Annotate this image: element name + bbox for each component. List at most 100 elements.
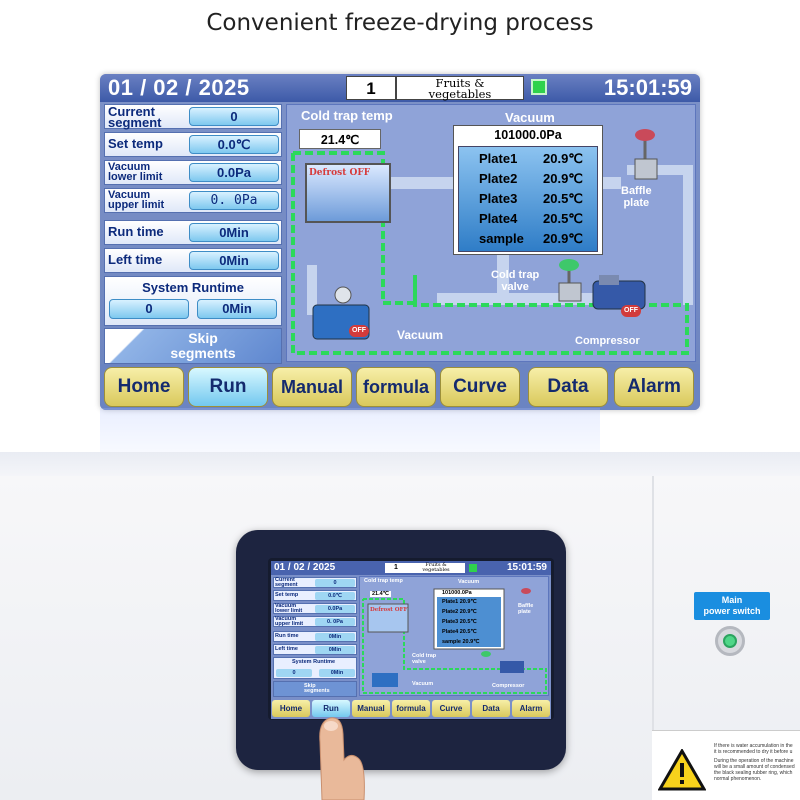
param-run-time: Run time 0Min: [104, 220, 282, 245]
recipe-name-line1: Fruits &: [435, 76, 485, 90]
vacuum-upper-value[interactable]: 0. 0Pa: [189, 191, 279, 210]
mini-top-bar: 01 / 02 / 2025 1 Fruits &vegetables 15:0…: [271, 561, 551, 575]
mini-plate: Plate1 20.9℃: [442, 599, 477, 605]
mini-nav-home[interactable]: Home: [272, 700, 310, 717]
date-display: 01 / 02 / 2025: [108, 75, 250, 100]
param-set-temp: Set temp 0.0℃: [104, 132, 282, 157]
cold-trap-chamber: Defrost OFF: [305, 163, 391, 223]
cold-trap-temp-value: 21.4℃: [299, 129, 381, 149]
headline: Convenient freeze-drying process: [206, 10, 594, 36]
mini-hmi-screen[interactable]: 01 / 02 / 2025 1 Fruits &vegetables 15:0…: [271, 561, 551, 719]
mini-vacuum-label: Vacuum: [412, 681, 434, 687]
param-label: Set temp: [108, 136, 163, 151]
system-runtime-title: System Runtime: [142, 280, 244, 295]
mini-recipe-number: 1: [385, 563, 407, 573]
mini-cold-trap-value: 21.4℃: [370, 591, 391, 597]
process-diagram: Cold trap temp 21.4℃ Defrost OFF Vacuum …: [286, 104, 696, 362]
param-label: Run time: [108, 224, 164, 239]
nav-formula-button[interactable]: formula: [356, 367, 436, 407]
mini-nav-data[interactable]: Data: [472, 700, 510, 717]
mini-system-runtime: System Runtime 0 0Min: [273, 657, 357, 679]
mini-recipe-name: Fruits &vegetables: [407, 563, 465, 573]
run-time-value[interactable]: 0Min: [189, 223, 279, 242]
compressor-off-badge[interactable]: OFF: [621, 305, 641, 317]
hmi-screen: 01 / 02 / 2025 1 Fruits & vegetables 15:…: [100, 74, 700, 410]
vacuum-title: Vacuum: [505, 110, 555, 125]
mini-nav-formula[interactable]: formula: [392, 700, 430, 717]
mini-process-diagram: Cold trap temp 21.4℃ Defrost OFF Vacuum …: [359, 576, 549, 696]
mini-time: 15:01:59: [506, 562, 547, 573]
mini-defrost: Defrost OFF: [370, 607, 408, 613]
mini-plate: Plate2 20.9℃: [442, 609, 477, 615]
set-temp-value[interactable]: 0.0℃: [189, 135, 279, 154]
current-segment-value[interactable]: 0: [189, 107, 279, 126]
warning-text: If there is water accumulation in the it…: [714, 743, 795, 782]
nav-data-button[interactable]: Data: [528, 367, 608, 407]
top-bar: 01 / 02 / 2025 1 Fruits & vegetables 15:…: [100, 74, 700, 102]
power-switch-label: Main power switch: [694, 592, 770, 620]
power-icon: [723, 634, 737, 648]
warning-label: If there is water accumulation in the it…: [652, 730, 800, 800]
nav-home-button[interactable]: Home: [104, 367, 184, 407]
mini-nav-alarm[interactable]: Alarm: [512, 700, 550, 717]
mini-vacuum-title: Vacuum: [458, 579, 480, 585]
mini-nav-run[interactable]: Run: [312, 700, 350, 717]
mini-plate: Plate3 20.5℃: [442, 619, 477, 625]
pump-off-badge[interactable]: OFF: [349, 325, 369, 337]
recipe-number[interactable]: 1: [346, 76, 396, 100]
nav-curve-button[interactable]: Curve: [440, 367, 520, 407]
runtime-hours: 0: [109, 299, 189, 319]
compressor-label: Compressor: [575, 335, 640, 347]
mini-status-indicator: [469, 564, 477, 572]
runtime-minutes: 0Min: [197, 299, 277, 319]
time-display: 15:01:59: [603, 75, 692, 100]
nav-alarm-button[interactable]: Alarm: [614, 367, 694, 407]
mini-date: 01 / 02 / 2025: [274, 562, 336, 573]
defrost-status: Defrost OFF: [309, 168, 371, 178]
nav-manual-button[interactable]: Manual: [272, 367, 352, 407]
mini-compressor-label: Compressor: [492, 683, 525, 689]
mini-plate: Plate4 20.5℃: [442, 629, 477, 635]
recipe-name-line2: vegetables: [428, 87, 492, 101]
nav-run-button[interactable]: Run: [188, 367, 268, 407]
vacuum-pump-label: Vacuum: [397, 328, 444, 342]
left-time-value[interactable]: 0Min: [189, 251, 279, 270]
skip-segments-button[interactable]: Skip segments: [104, 328, 282, 364]
mini-nav-curve[interactable]: Curve: [432, 700, 470, 717]
main-power-switch[interactable]: [715, 626, 745, 656]
panel-seam: [652, 476, 654, 800]
warning-icon: [658, 749, 706, 791]
vacuum-lower-value[interactable]: 0.0Pa: [189, 163, 279, 182]
cold-trap-title: Cold trap temp: [301, 108, 393, 123]
recipe-name[interactable]: Fruits & vegetables: [396, 76, 524, 100]
mini-nav-manual[interactable]: Manual: [352, 700, 390, 717]
param-label: Left time: [108, 252, 163, 267]
navigation-bar: Home Run Manual formula Curve Data Alarm: [100, 364, 700, 410]
mini-pipe-diagram: [362, 588, 547, 694]
system-runtime: System Runtime 0 0Min: [104, 276, 282, 326]
mini-cold-trap-title: Cold trap temp: [364, 578, 403, 584]
mini-vacuum-value: 101000.0Pa: [442, 590, 472, 596]
